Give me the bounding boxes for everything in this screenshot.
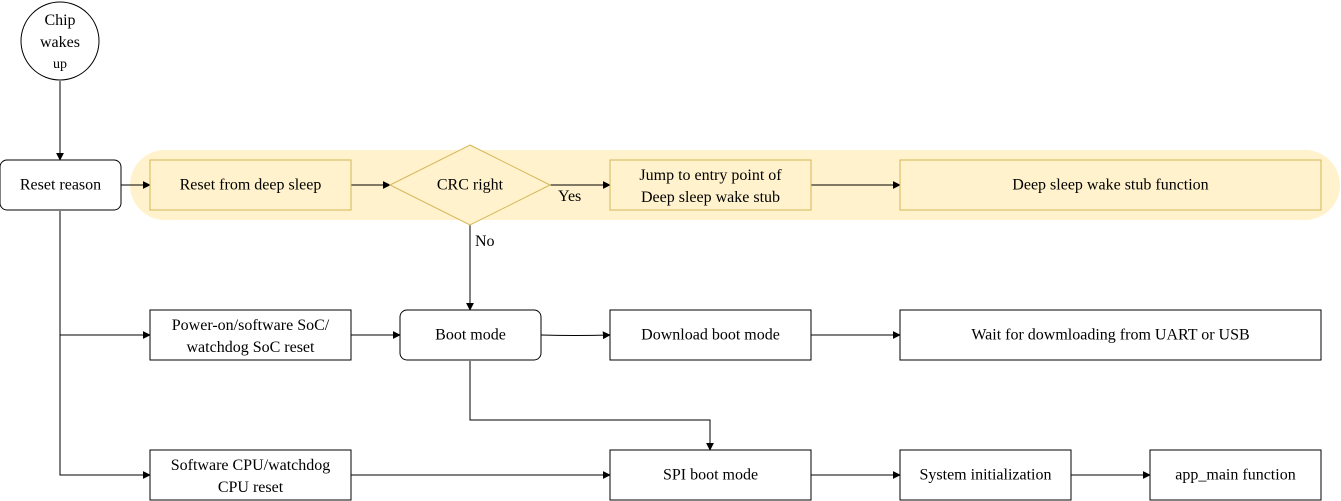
node-reset-from-deep-sleep-label: Reset from deep sleep <box>180 177 322 194</box>
node-software-cpu-reset-line2: CPU reset <box>218 479 284 496</box>
node-power-on-reset-line2: watchdog SoC reset <box>187 339 316 356</box>
edge-boot-mode-to-spi <box>469 361 714 451</box>
node-crc-right-decision: CRC right <box>388 144 552 226</box>
node-app-main-function-label: app_main function <box>1175 467 1295 484</box>
edge-reset-reason-to-power-on <box>59 211 151 339</box>
node-jump-to-entry-line2: Deep sleep wake stub <box>641 189 780 206</box>
edge-reset-reason-to-software-cpu <box>59 335 151 479</box>
node-download-boot-mode: Download boot mode <box>609 309 812 361</box>
node-jump-to-entry: Jump to entry point of Deep sleep wake s… <box>609 159 812 211</box>
node-chip-wakes-up-line2: wakes <box>40 34 80 51</box>
node-app-main-function: app_main function <box>1149 449 1322 501</box>
node-download-boot-mode-label: Download boot mode <box>641 327 780 344</box>
node-system-initialization: System initialization <box>899 449 1072 501</box>
node-deep-sleep-wake-stub-function-label: Deep sleep wake stub function <box>1012 177 1208 194</box>
node-spi-boot-mode: SPI boot mode <box>609 449 812 501</box>
edge-label-no: No <box>475 233 495 250</box>
node-software-cpu-reset: Software CPU/watchdog CPU reset <box>149 449 352 501</box>
node-power-on-reset-line1: Power-on/software SoC/ <box>172 317 330 334</box>
node-reset-reason-label: Reset reason <box>20 177 101 194</box>
edge-boot-mode-to-download <box>540 331 611 340</box>
node-spi-boot-mode-label: SPI boot mode <box>663 467 758 484</box>
node-power-on-reset: Power-on/software SoC/ watchdog SoC rese… <box>149 309 352 361</box>
edges <box>56 81 1151 479</box>
node-boot-mode-label: Boot mode <box>435 327 506 344</box>
node-system-initialization-label: System initialization <box>920 467 1052 484</box>
node-jump-to-entry-line1: Jump to entry point of <box>639 167 782 184</box>
node-boot-mode: Boot mode <box>399 309 542 361</box>
node-deep-sleep-wake-stub-function: Deep sleep wake stub function <box>899 159 1322 211</box>
node-wait-for-downloading-label: Wait for dowmloading from UART or USB <box>971 327 1249 344</box>
node-reset-from-deep-sleep: Reset from deep sleep <box>149 159 352 211</box>
edge-label-yes: Yes <box>558 188 581 205</box>
node-chip-wakes-up-line1: Chip <box>44 12 75 29</box>
node-wait-for-downloading: Wait for dowmloading from UART or USB <box>899 309 1322 361</box>
node-reset-reason: Reset reason <box>0 159 122 211</box>
node-chip-wakes-up-line3: up <box>53 57 67 72</box>
node-chip-wakes-up: Chip wakes up <box>20 1 100 81</box>
node-software-cpu-reset-line1: Software CPU/watchdog <box>171 457 331 474</box>
node-crc-right-label: CRC right <box>437 177 504 194</box>
